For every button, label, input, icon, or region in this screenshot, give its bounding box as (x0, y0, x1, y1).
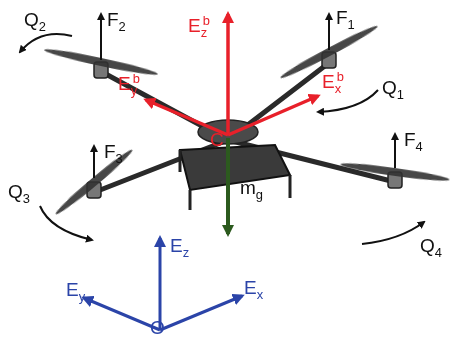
point-label: O (150, 318, 165, 337)
axis-label: Ey (66, 280, 85, 299)
force-label: Q1 (382, 78, 404, 97)
axis-label: Eyb (118, 74, 144, 93)
force-label: F2 (107, 10, 126, 29)
point-label: C (210, 130, 224, 149)
force-label: Q4 (420, 236, 442, 255)
axis-label: Ezb (188, 16, 214, 35)
axis-label: Ez (170, 236, 189, 255)
force-label: F4 (404, 130, 423, 149)
axis-label: Ex (244, 278, 263, 297)
force-label: F3 (104, 142, 123, 161)
force-label: mg (240, 178, 263, 197)
force-label: F1 (336, 8, 355, 27)
axis-label: Exb (322, 72, 348, 91)
force-label: Q2 (24, 10, 46, 29)
force-label: Q3 (8, 182, 30, 201)
